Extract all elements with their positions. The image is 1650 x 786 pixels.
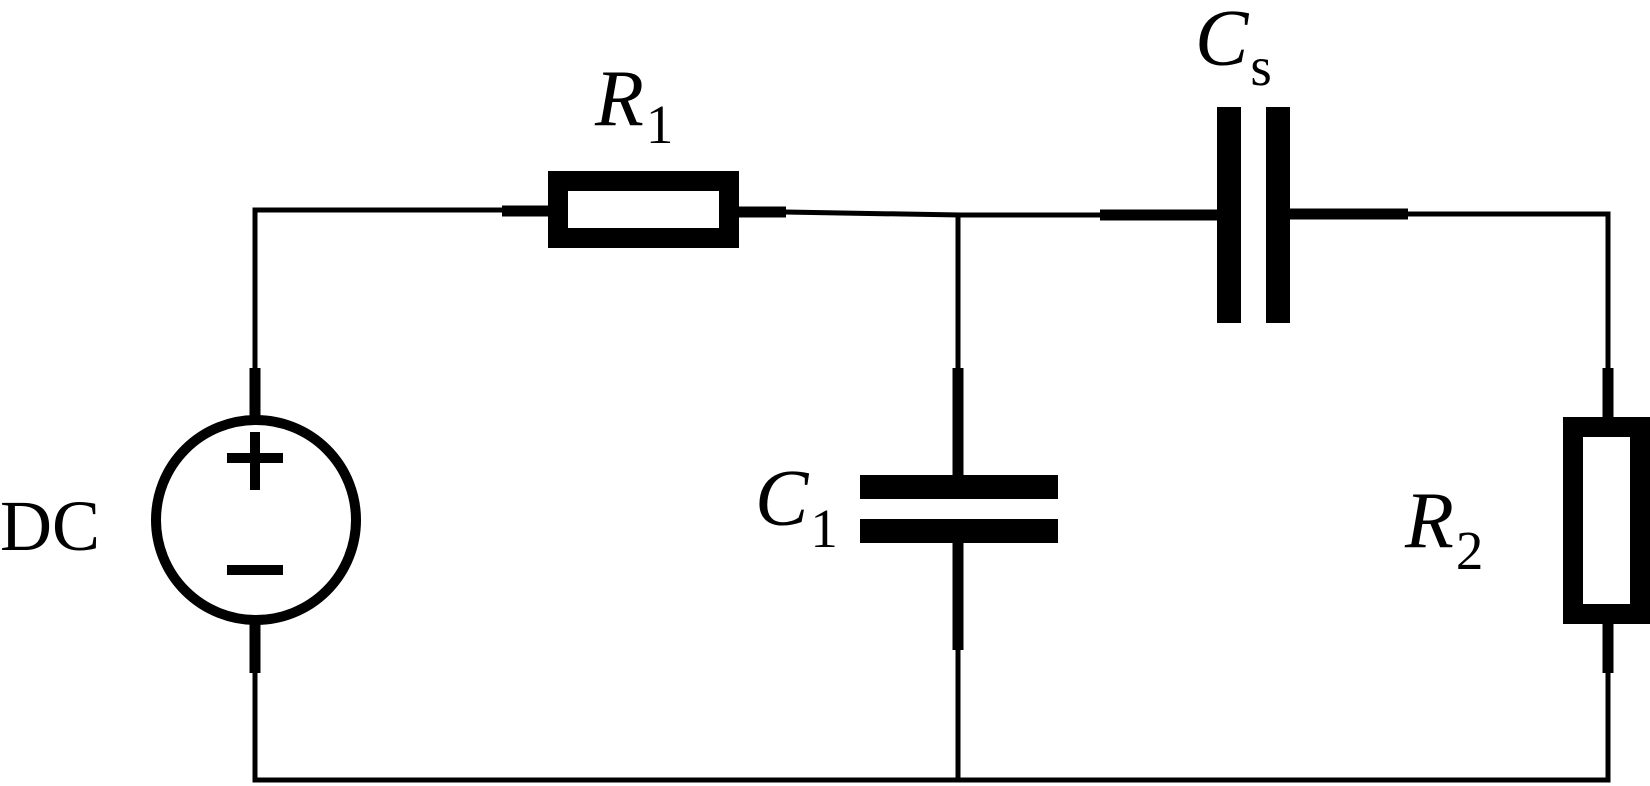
r2-body — [1563, 417, 1650, 624]
r1-label: R1 — [594, 55, 673, 155]
cs-label: Cs — [1195, 0, 1272, 97]
minus-icon — [227, 565, 283, 575]
wires — [252, 207, 1611, 783]
plus-icon — [227, 432, 283, 490]
dc-source: DC — [0, 368, 361, 673]
cs-plate-right — [1266, 107, 1290, 323]
c1-plate-top — [860, 475, 1058, 499]
dc-source-label: DC — [0, 486, 100, 566]
c1-plate-bottom — [860, 519, 1058, 543]
resistor-r2: R2 — [1404, 368, 1650, 673]
r2-label: R2 — [1404, 477, 1483, 581]
cs-plate-left — [1217, 107, 1241, 323]
resistor-r1: R1 — [502, 55, 786, 248]
dc-source-circle — [151, 415, 361, 625]
wire-r1-to-junction — [783, 209, 961, 218]
capacitor-c1: C1 — [755, 368, 1058, 650]
capacitor-cs: Cs — [1100, 0, 1408, 323]
c1-label: C1 — [755, 455, 838, 559]
r1-body — [548, 171, 739, 248]
